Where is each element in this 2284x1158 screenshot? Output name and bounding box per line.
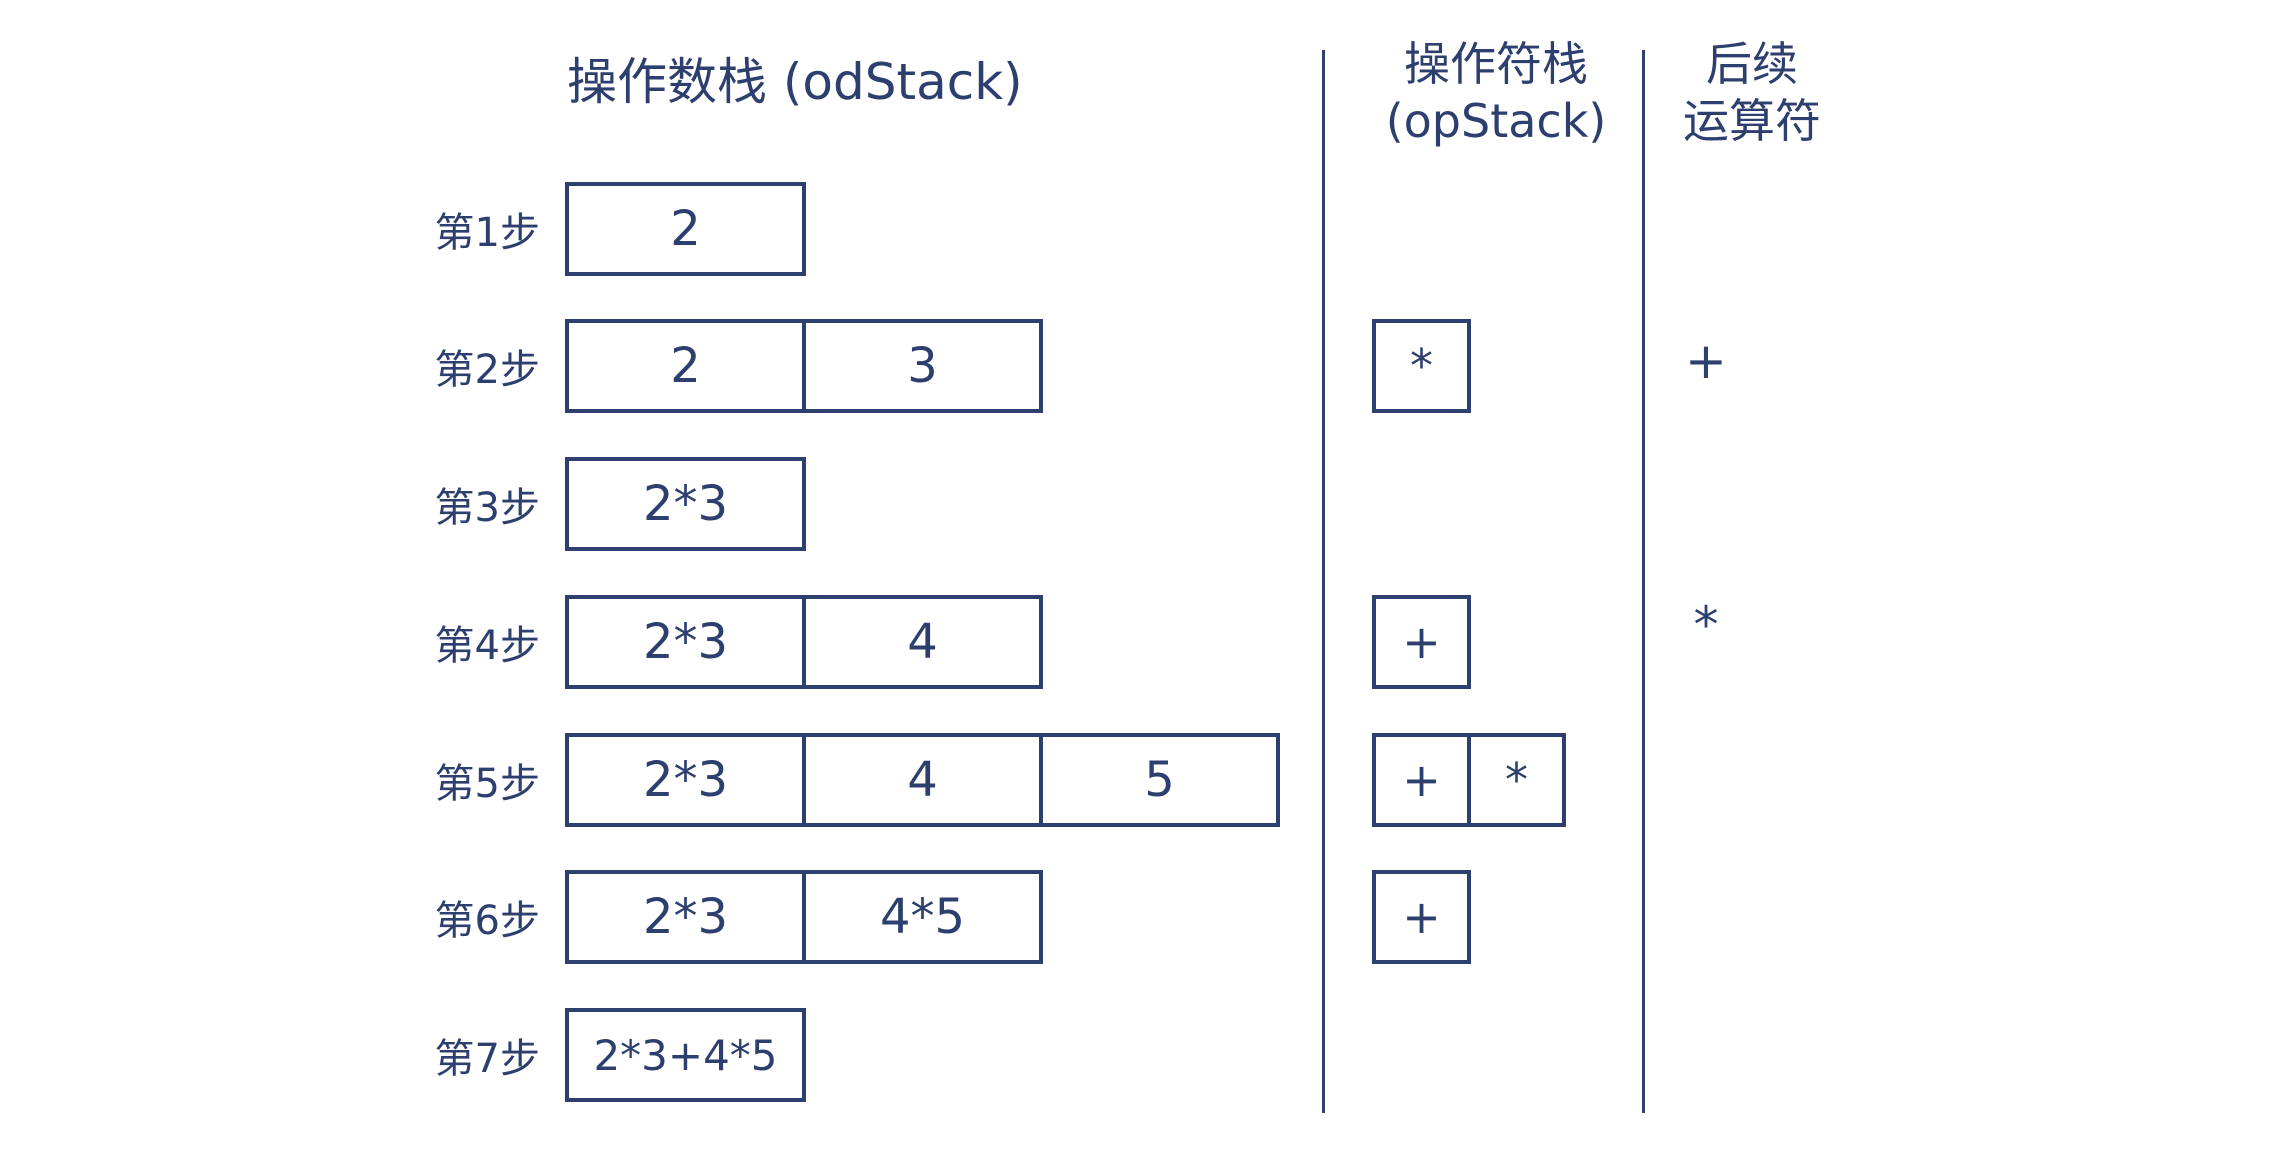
odstack-row: 2*3 4	[565, 595, 1043, 689]
opstack-row: +	[1372, 870, 1471, 964]
step-label: 第6步	[434, 898, 540, 944]
next-operator-symbol: *	[1693, 596, 1719, 654]
stack-cell: 2*3+4*5	[565, 1008, 806, 1102]
operator-cell: *	[1467, 733, 1566, 827]
stack-cell: 2	[565, 319, 806, 413]
operator-cell: *	[1372, 319, 1471, 413]
stack-cell: 4	[802, 733, 1043, 827]
step-label: 第5步	[434, 761, 540, 807]
step-label: 第2步	[434, 347, 540, 393]
stack-cell: 2*3	[565, 870, 806, 964]
step-label: 第3步	[434, 485, 540, 531]
stack-cell: 2*3	[565, 595, 806, 689]
stack-cell: 4	[802, 595, 1043, 689]
operator-cell: +	[1372, 733, 1471, 827]
opstack-title-line2: (opStack)	[1385, 94, 1607, 148]
next-operator-title-line1: 后续	[1706, 37, 1798, 91]
opstack-row: +	[1372, 595, 1471, 689]
opstack-row: *	[1372, 319, 1471, 413]
column-divider-right	[1642, 50, 1645, 1113]
step-label: 第7步	[434, 1036, 540, 1082]
next-operator-symbol: +	[1685, 332, 1727, 390]
odstack-row: 2*3 4 5	[565, 733, 1280, 827]
odstack-row: 2 3	[565, 319, 1043, 413]
column-divider-left	[1322, 50, 1325, 1113]
odstack-row: 2*3+4*5	[565, 1008, 806, 1102]
opstack-row: + *	[1372, 733, 1566, 827]
stack-cell: 2*3	[565, 457, 806, 551]
odstack-row: 2*3 4*5	[565, 870, 1043, 964]
odstack-row: 2	[565, 182, 806, 276]
stack-cell: 5	[1039, 733, 1280, 827]
opstack-column-title: 操作符栈 (opStack)	[1346, 36, 1646, 150]
odstack-column-title: 操作数栈 (odStack)	[567, 53, 1023, 111]
odstack-row: 2*3	[565, 457, 806, 551]
opstack-title-line1: 操作符栈	[1404, 37, 1588, 91]
operator-cell: +	[1372, 595, 1471, 689]
stack-cell: 2	[565, 182, 806, 276]
step-label: 第1步	[434, 210, 540, 256]
stack-cell: 2*3	[565, 733, 806, 827]
next-operator-column-title: 后续 运算符	[1642, 36, 1862, 150]
next-operator-title-line2: 运算符	[1683, 94, 1821, 148]
step-label: 第4步	[434, 623, 540, 669]
operator-cell: +	[1372, 870, 1471, 964]
stack-cell: 4*5	[802, 870, 1043, 964]
stack-cell: 3	[802, 319, 1043, 413]
